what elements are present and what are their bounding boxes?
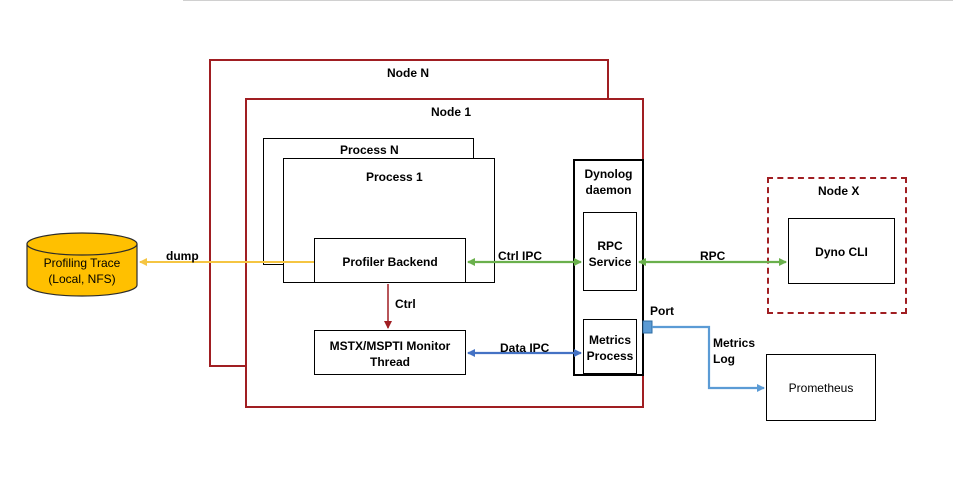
node-x-box [767,177,907,314]
dyno-cli-label: Dyno CLI [815,245,868,259]
profiling-trace-cylinder [26,232,138,297]
monitor-thread-label-line2: Thread [369,355,410,369]
process-1-label: Process 1 [366,170,423,184]
process-n-label: Process N [340,143,399,157]
profiler-backend-label: Profiler Backend [342,255,438,269]
data-ipc-label: Data IPC [500,341,550,355]
profiling-trace-label-line1: Profiling Trace [43,256,121,270]
ctrl-ipc-label: Ctrl IPC [498,249,543,263]
metrics-log-label-line2: Log [713,352,735,366]
node-x-label: Node X [818,184,860,198]
profiler-backend-box [314,238,466,283]
dynolog-label-line1: Dynolog [584,167,633,181]
prometheus-box [766,354,876,421]
rpc-label: RPC [700,249,726,263]
rpc-service-label-line2: Service [588,255,632,269]
rpc-service-label-line1: RPC [597,239,623,253]
metrics-process-label-line1: Metrics [588,333,632,347]
monitor-thread-label-line1: MSTX/MSPTI Monitor [329,339,451,353]
dynolog-label-line2: daemon [585,183,632,197]
ctrl-label: Ctrl [395,297,416,311]
metrics-process-box [583,319,637,374]
metrics-log-arrow [652,325,765,392]
node-1-label: Node 1 [431,105,472,119]
dump-label: dump [166,249,199,263]
port-label: Port [650,304,674,318]
metrics-process-label-line2: Process [586,349,634,363]
dyno-cli-box [788,218,895,284]
metrics-log-label-line1: Metrics [713,336,756,350]
port-square [642,320,653,334]
monitor-thread-box [314,330,466,375]
prometheus-label: Prometheus [788,381,854,395]
rpc-service-box [583,212,637,291]
node-n-label: Node N [387,66,429,80]
top-divider [183,0,953,1]
profiling-trace-label-line2: (Local, NFS) [48,272,116,286]
